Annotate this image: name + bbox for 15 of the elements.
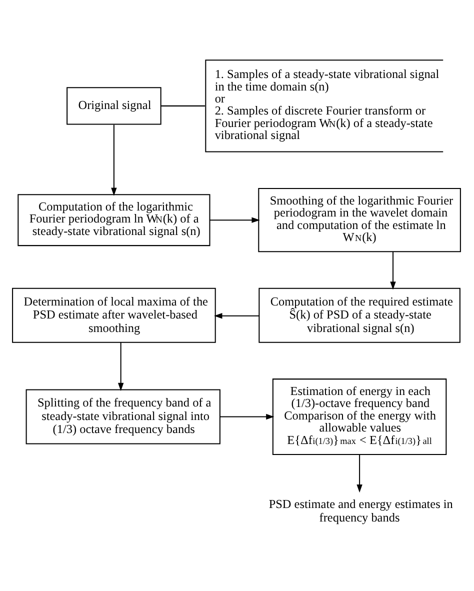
- node-box: Original signal: [66, 86, 162, 124]
- connector: [161, 104, 205, 106]
- node-box: Splitting of the frequency band of a steady-state vibrational signal into (1/3) octave frequency bands: [26, 388, 220, 444]
- node-text: PSD estimate and energy estimates in frequency bands: [268, 496, 453, 524]
- node-box: Computation of the required estimate Ŝ(k) of PSD of a steady-state vibrational signal s(n): [258, 287, 460, 342]
- arrow: [111, 124, 117, 196]
- arrow: [118, 342, 124, 391]
- arrow: [214, 312, 260, 318]
- node-box: Smoothing of the logarithmic Fourier periodogram in the wavelet domain and computation of the estimate ln WN(k): [258, 187, 461, 252]
- node-box: Estimation of energy in each (1/3)-octave frequency band Comparison of the energy with allowable values E{Δfi(1/3)}max < E{Δfi(1/3)}all: [272, 378, 447, 454]
- arrow: [390, 251, 396, 290]
- node-box: Determination of local maxima of the PSD estimate after wavelet-based smoothing: [12, 287, 216, 342]
- arrow: [356, 454, 362, 492]
- arrow: [210, 216, 260, 222]
- arrow: [220, 413, 274, 420]
